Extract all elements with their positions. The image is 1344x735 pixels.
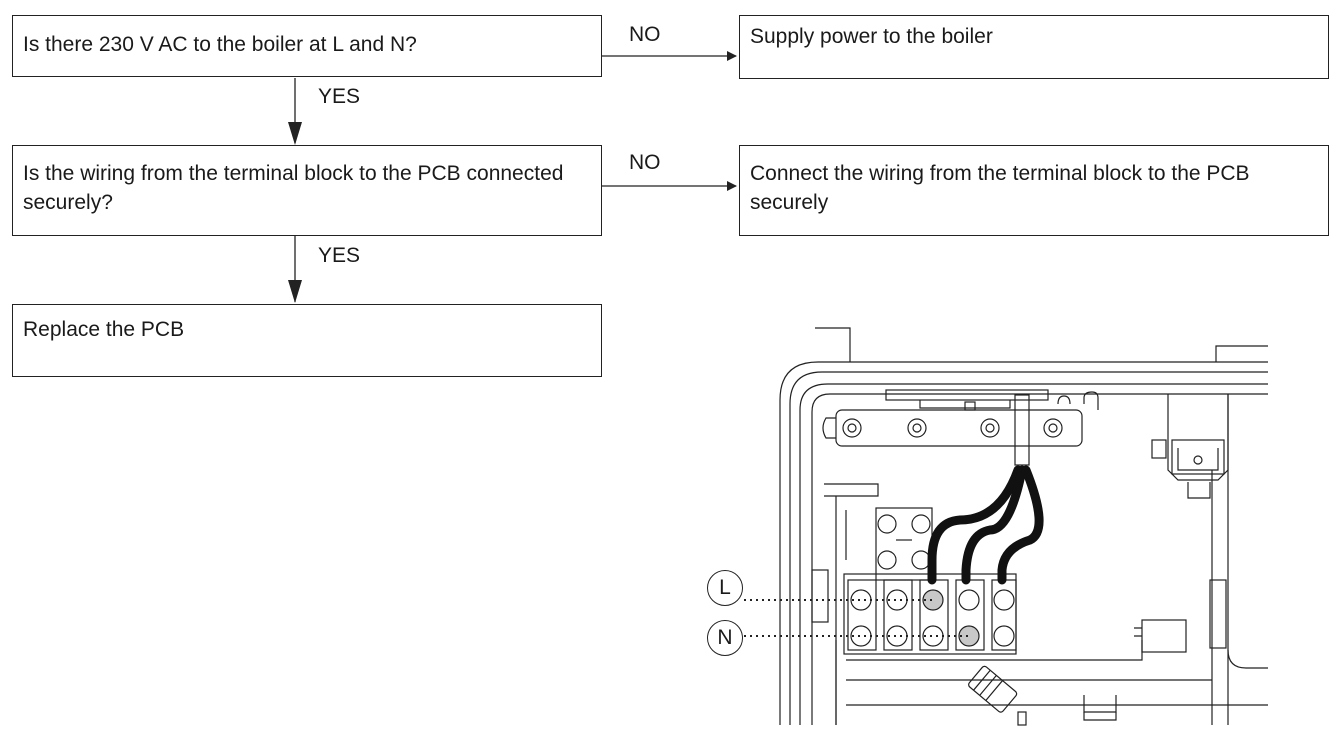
no-label-2: NO [629, 151, 661, 174]
q3-action-box: Replace the PCB [12, 304, 602, 377]
callout-l: L [707, 570, 743, 606]
yes-label-2: YES [318, 244, 361, 267]
yes-arrow-2 [288, 236, 302, 303]
q1-no-action-box: Supply power to the boiler [739, 15, 1329, 79]
q2-no-action-box: Connect the wiring from the terminal blo… [739, 145, 1329, 236]
no-label-1: NO [629, 23, 661, 46]
q2-box: Is the wiring from the terminal block to… [12, 145, 602, 236]
yes-label-1: YES [318, 85, 361, 108]
boiler-terminal-illustration [779, 327, 1268, 726]
terminal-l [922, 589, 944, 611]
terminal-wires [927, 465, 1044, 585]
q2-text: Is the wiring from the terminal block to… [23, 162, 564, 214]
callout-n: N [707, 620, 743, 656]
q2-no-action-text: Connect the wiring from the terminal blo… [750, 162, 1250, 214]
q3-action-text: Replace the PCB [23, 318, 185, 341]
q1-box: Is there 230 V AC to the boiler at L and… [12, 15, 602, 77]
terminal-n [958, 625, 980, 647]
q1-text: Is there 230 V AC to the boiler at L and… [23, 33, 417, 56]
yes-arrow-1 [288, 78, 302, 145]
q1-no-action-text: Supply power to the boiler [750, 25, 993, 48]
